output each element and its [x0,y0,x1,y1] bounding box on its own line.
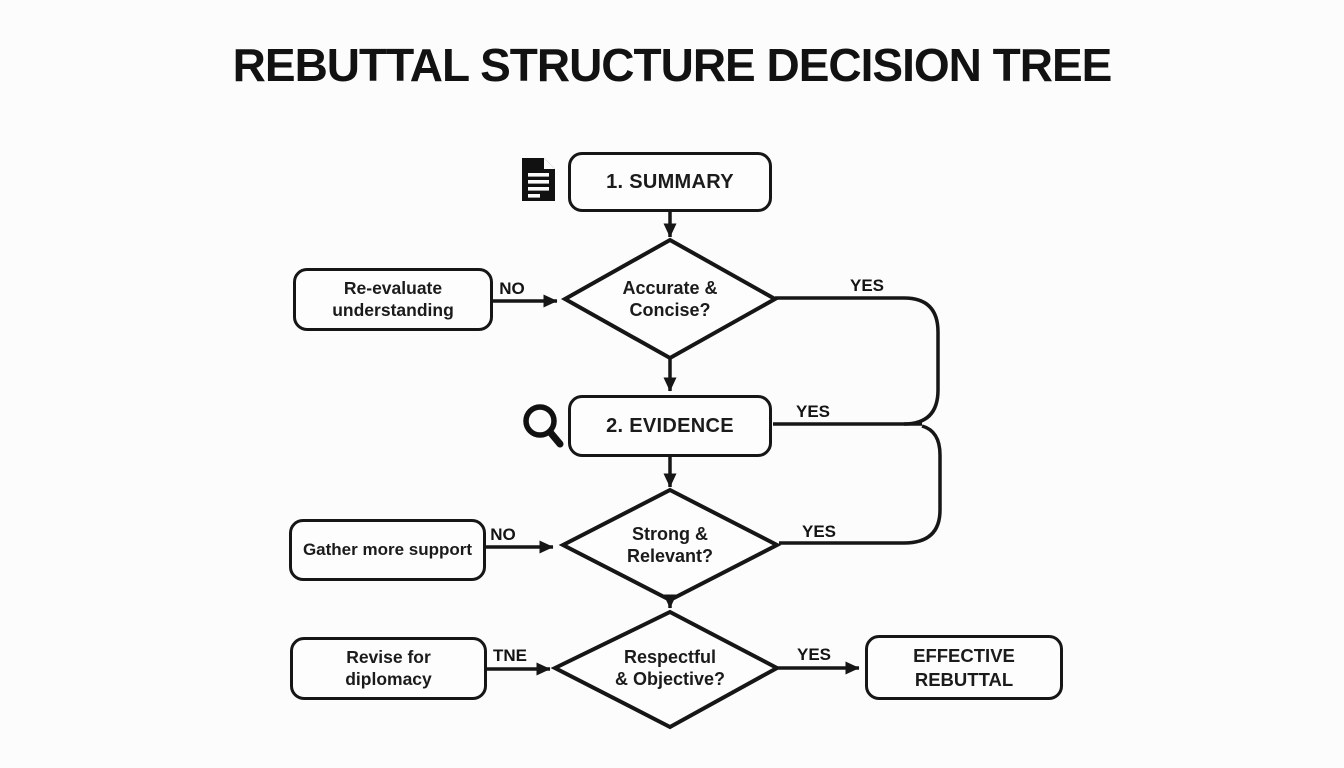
decision-diamonds [550,237,782,730]
page-title: REBUTTAL STRUCTURE DECISION TREE [232,39,1113,91]
decision-strong-relevant-label: Strong & Relevant? [560,523,780,567]
node-reevaluate-understanding: Re-evaluate understanding [293,268,493,331]
arrow-connectors [486,212,860,676]
edge-label-no-accurate: NO [499,279,525,298]
edge-label-yes-strong: YES [801,522,837,541]
yes-edge-accurate [775,296,940,426]
node-effective-label: EFFECTIVE REBUTTAL [913,645,1015,690]
node-effective-rebuttal: EFFECTIVE REBUTTAL [865,635,1063,700]
edge-label-no-strong: NO [490,525,516,544]
node-revise-for-diplomacy: Revise for diplomacy [290,637,487,700]
decision-strong-line1: Strong & [632,524,708,544]
node-evidence-label: 2. EVIDENCE [606,414,734,437]
node-revise-label: Revise for diplomacy [345,646,432,689]
node-summary-label: 1. SUMMARY [606,170,734,193]
decision-respectful-objective-label: Respectful & Objective? [560,646,780,690]
decision-strong-line2: Relevant? [626,546,714,566]
node-gather-label: Gather more support [302,540,473,560]
document-icon [519,157,557,208]
edge-label-yes-respectful: YES [796,645,832,664]
magnifier-icon [517,401,567,458]
decision-respectful-line1: Respectful [623,647,717,667]
edge-label-yes-accurate: YES [849,276,885,295]
decision-accurate-line1: Accurate & [622,278,718,298]
edge-label-yes-evidence: YES [795,402,831,421]
node-summary: 1. SUMMARY [568,152,772,212]
decision-accurate-concise-label: Accurate & Concise? [560,277,780,321]
yes-bus-connectors [773,296,942,545]
decision-respectful-line2: & Objective? [614,669,726,689]
node-gather-more-support: Gather more support [289,519,486,581]
decision-accurate-line2: Concise? [629,300,711,320]
node-evidence: 2. EVIDENCE [568,395,772,457]
node-reevaluate-label: Re-evaluate understanding [332,277,454,320]
yes-edge-strong [779,424,942,545]
diamond-respectful-objective [550,609,782,730]
edge-label-tne-respectful: TNE [493,646,527,665]
